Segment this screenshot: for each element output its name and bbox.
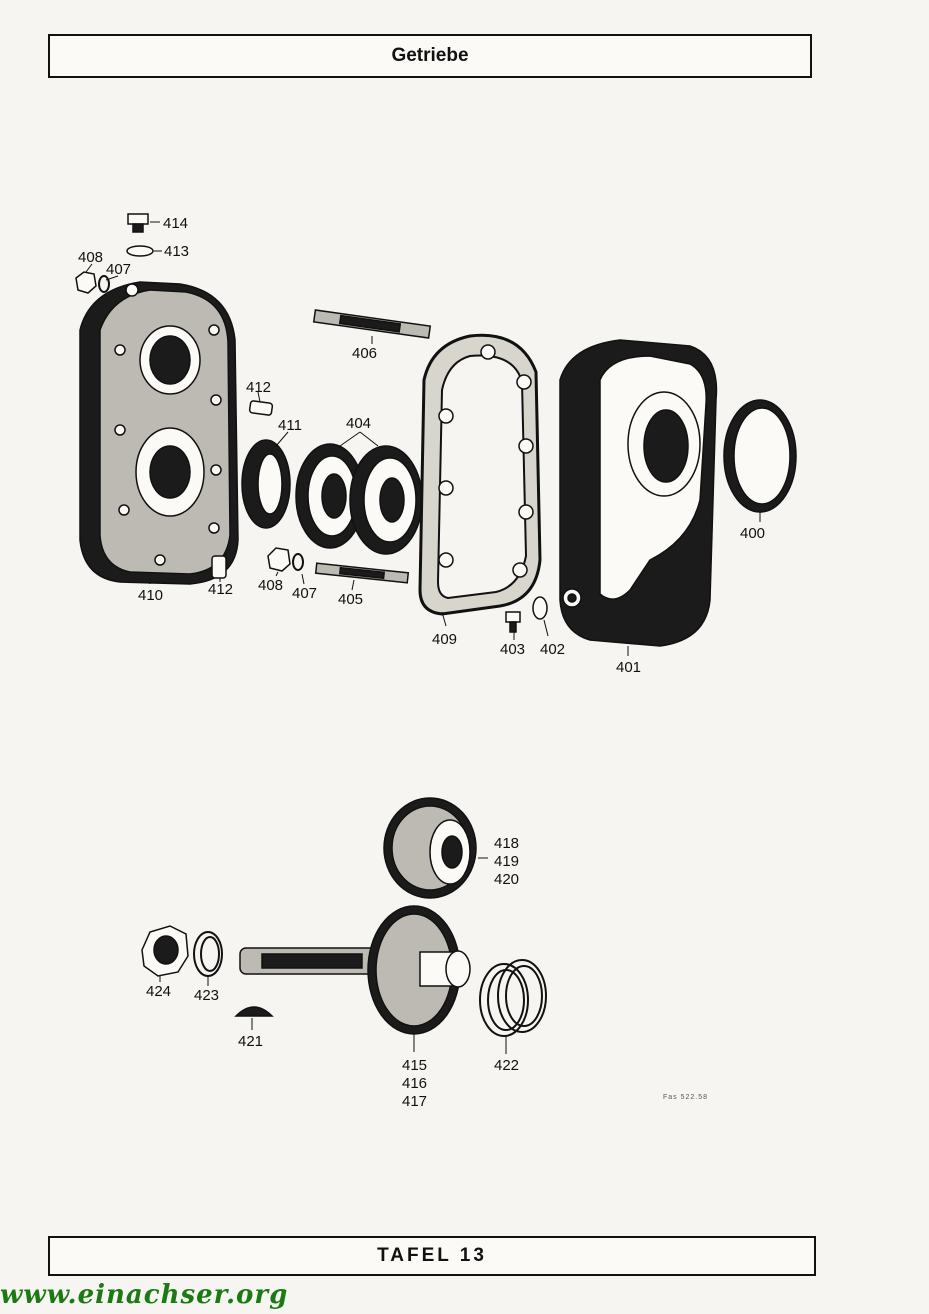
part-400-seal-ring xyxy=(723,399,797,513)
part-414-bolt xyxy=(127,213,149,233)
label-422: 422 xyxy=(494,1057,519,1074)
label-407: 407 xyxy=(106,261,131,278)
label-413: 413 xyxy=(164,243,189,260)
watermark-url: www.einachser.org xyxy=(0,1280,289,1310)
label-404: 404 xyxy=(346,415,371,432)
part-404-ball-bearings xyxy=(295,443,423,555)
label-402: 402 xyxy=(540,641,565,658)
part-421-woodruff-key xyxy=(234,1006,274,1017)
part-410-gear-housing xyxy=(79,281,239,585)
label-405: 405 xyxy=(338,591,363,608)
label-411: 411 xyxy=(278,417,302,434)
label-418: 418 xyxy=(494,835,519,852)
part-413-washer xyxy=(126,245,154,257)
label-417: 417 xyxy=(402,1093,427,1110)
page-title: Getriebe xyxy=(391,45,469,66)
label-412-lower: 412 xyxy=(208,581,233,598)
label-406: 406 xyxy=(352,345,377,362)
part-402-washer xyxy=(532,596,548,620)
label-400: 400 xyxy=(740,525,765,542)
part-424-nut xyxy=(141,925,189,977)
part-412-pin-upper xyxy=(248,400,274,416)
part-407-washer-lower xyxy=(292,553,304,571)
part-415-416-417-shaft-gear xyxy=(239,905,471,1035)
lower-part-labels: 418 419 420 424 423 421 415 416 417 422 xyxy=(146,835,519,1110)
part-408-nut-lower xyxy=(267,547,291,572)
lower-leader-lines xyxy=(159,857,507,1054)
part-405-stud xyxy=(314,562,410,584)
part-409-gasket xyxy=(418,333,542,616)
label-408: 408 xyxy=(78,249,103,266)
label-403: 403 xyxy=(500,641,525,658)
part-406-stud xyxy=(312,309,432,339)
part-407-washer xyxy=(98,275,110,293)
part-422-rings xyxy=(479,959,547,1037)
part-408-nut xyxy=(75,271,97,294)
page-footer: TAFEL 13 xyxy=(48,1236,816,1276)
upper-part-labels: 414 413 408 407 406 412 411 404 410 412 … xyxy=(78,215,765,676)
part-412-pin-lower xyxy=(211,555,227,579)
label-424: 424 xyxy=(146,983,171,1000)
label-414: 414 xyxy=(163,215,188,232)
label-423: 423 xyxy=(194,987,219,1004)
label-415: 415 xyxy=(402,1057,427,1074)
label-407-lower: 407 xyxy=(292,585,317,602)
label-419: 419 xyxy=(494,853,519,870)
label-416: 416 xyxy=(402,1075,427,1092)
part-423-lock-washer xyxy=(193,931,223,977)
upper-leader-lines xyxy=(85,221,761,656)
label-412-upper: 412 xyxy=(246,379,271,396)
label-421: 421 xyxy=(238,1033,263,1050)
label-408-lower: 408 xyxy=(258,577,283,594)
plate-number: TAFEL 13 xyxy=(377,1245,487,1266)
label-401: 401 xyxy=(616,659,641,676)
part-401-gear-cover xyxy=(559,339,718,647)
label-410: 410 xyxy=(138,587,163,604)
part-403-bolt xyxy=(505,611,521,633)
part-418-419-420-gear xyxy=(383,797,477,899)
part-411-seal xyxy=(241,439,291,529)
label-420: 420 xyxy=(494,871,519,888)
figure-reference: Fas 522.58 xyxy=(663,1094,709,1101)
label-409: 409 xyxy=(432,631,457,648)
page-header: Getriebe xyxy=(48,34,812,78)
